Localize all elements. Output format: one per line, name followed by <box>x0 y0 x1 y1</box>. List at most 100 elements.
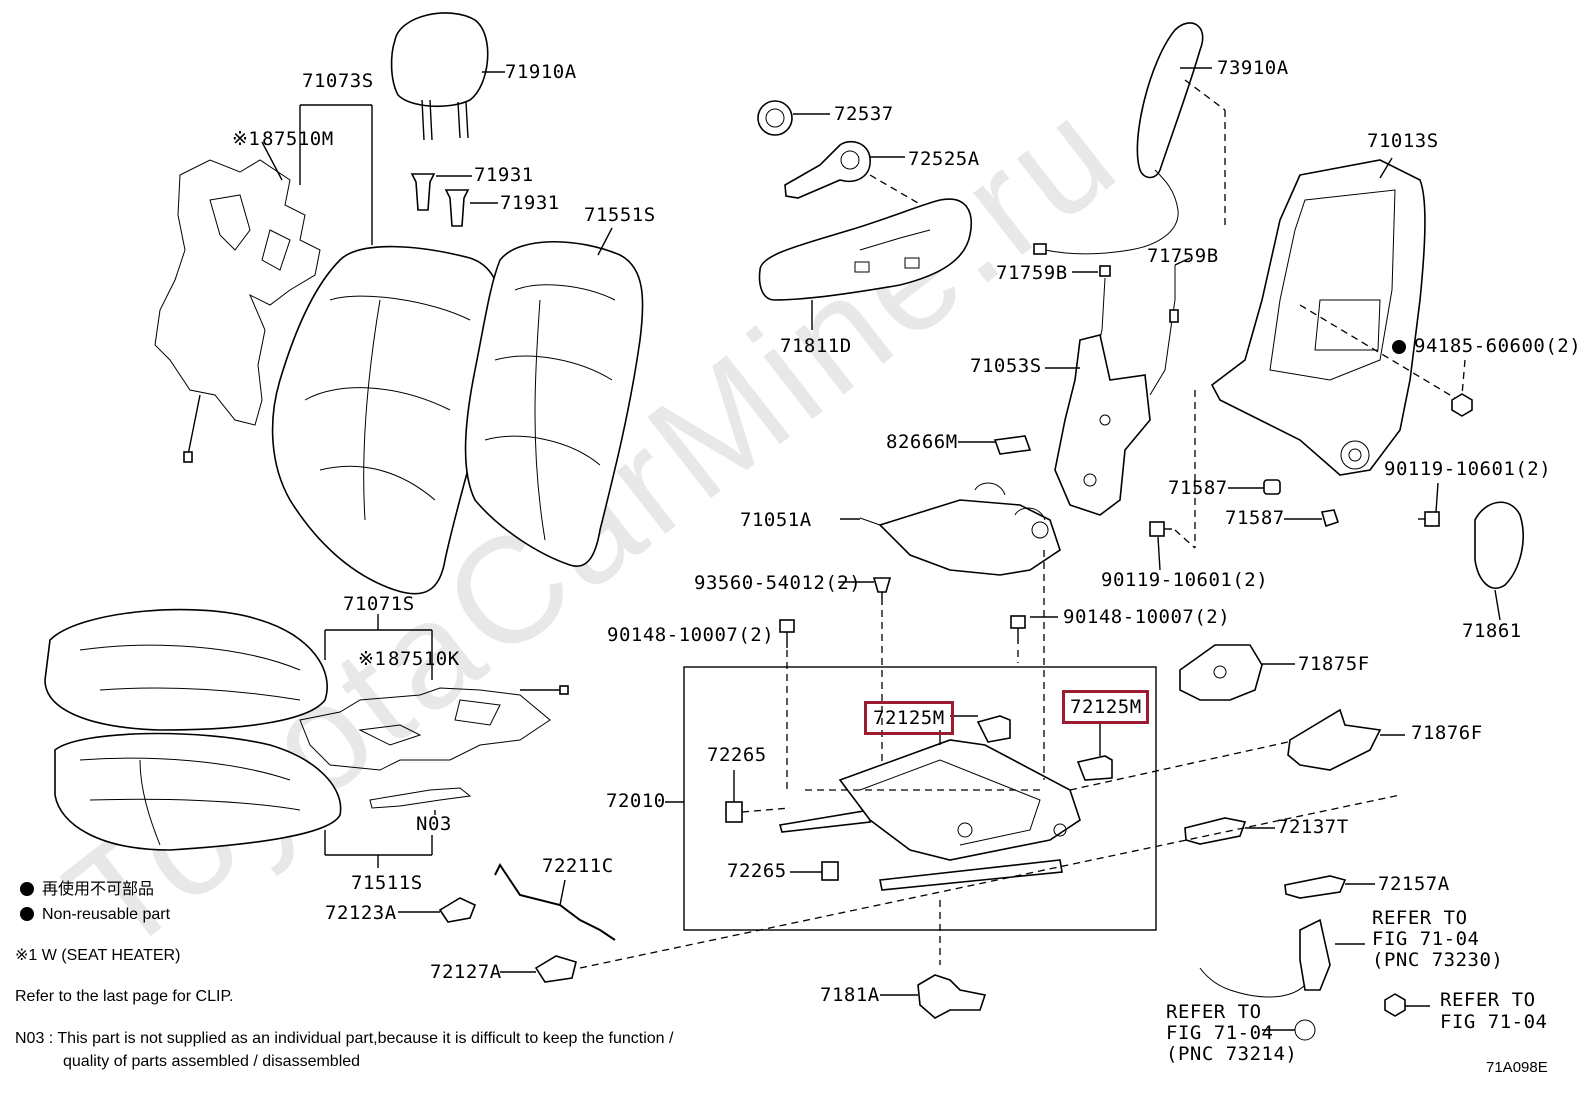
shield-71875F <box>1179 644 1295 701</box>
headrest-71910A <box>390 12 505 141</box>
buckle <box>1199 918 1430 1041</box>
guide-71931 <box>410 173 498 227</box>
label-71053S: 71053S <box>970 355 1042 377</box>
label-71875F: 71875F <box>1298 653 1370 675</box>
label-71931-a: 71931 <box>474 164 534 186</box>
label-71511S: 71511S <box>351 872 423 894</box>
label-71071S: 71071S <box>343 593 415 615</box>
cap-72537 <box>757 100 830 136</box>
label-71587-a: 71587 <box>1168 477 1228 499</box>
label-72010: 72010 <box>606 790 666 812</box>
label-71759B-b: 71759B <box>1147 245 1219 267</box>
refer-1-line2: FIG 71-04 <box>1372 928 1480 950</box>
refer-2-line2: FIG 71-04 <box>1440 1011 1548 1033</box>
legend-nonreusable-en: Non-reusable part <box>20 907 170 923</box>
label-72525A: 72525A <box>908 148 980 170</box>
seatback-heater-87510M <box>154 141 321 463</box>
stopper-72125M <box>939 715 1113 781</box>
label-72137T: 72137T <box>1277 816 1349 838</box>
legend-nonreusable-en-text: Non-reusable part <box>42 906 171 923</box>
label-72127A: 72127A <box>430 961 502 983</box>
label-72265-a: 72265 <box>707 744 767 766</box>
cushion-pad-71511S <box>54 732 433 868</box>
label-82666M: 82666M <box>886 431 958 453</box>
label-72123A: 72123A <box>325 902 397 924</box>
refer-3-line3: (PNC 73214) <box>1166 1043 1298 1065</box>
label-71876F: 71876F <box>1411 722 1483 744</box>
label-90119-10601-a: 90119-10601(2) <box>1384 458 1552 480</box>
label-N03: N03 <box>416 813 452 835</box>
legend-clip-note: Refer to the last page for CLIP. <box>15 988 234 1005</box>
seatback-pad-71551S <box>464 227 644 567</box>
label-71931-b: 71931 <box>500 192 560 214</box>
label-71910A: 71910A <box>505 61 577 83</box>
label-72157A: 72157A <box>1378 873 1450 895</box>
label-87510M: 87510M <box>262 128 334 150</box>
label-71759B-a: 71759B <box>996 262 1068 284</box>
cover-72127A <box>500 794 1401 983</box>
cover-72123A <box>398 897 477 923</box>
cover-72137T <box>1184 817 1275 845</box>
label-72537: 72537 <box>834 103 894 125</box>
label-73910A: 73910A <box>1217 57 1289 79</box>
legend-nonreusable-jp-text: 再使用不可部品 <box>42 881 155 898</box>
label-71013S: 71013S <box>1367 130 1439 152</box>
label-72125M-a[interactable]: 72125M <box>873 707 945 729</box>
label-71587-b: 71587 <box>1225 507 1285 529</box>
cushion-cover-71071S <box>44 608 433 731</box>
highlight-72125M-a <box>864 701 954 735</box>
mechanism-7181A <box>880 974 987 1019</box>
label-71051A: 71051A <box>740 509 812 531</box>
nonreusable-dot-icon <box>1392 340 1406 354</box>
mark-heater-2: ※1 <box>358 648 387 670</box>
cover-72157A <box>1284 875 1375 899</box>
mark-heater-1: ※1 <box>232 128 261 150</box>
shield-71876F <box>1069 708 1405 791</box>
legend-n03-line1: N03 : This part is not supplied as an in… <box>15 1030 674 1047</box>
label-87510K: 87510K <box>388 648 460 670</box>
refer-1-line1: REFER TO <box>1372 907 1468 929</box>
label-90148-10007-b: 90148-10007(2) <box>1063 606 1231 628</box>
refer-3-line1: REFER TO <box>1166 1001 1262 1023</box>
label-71861: 71861 <box>1462 620 1522 642</box>
label-93560-54012: 93560-54012(2) <box>694 572 862 594</box>
legend-nonreusable-jp: 再使用不可部品 <box>20 882 154 898</box>
cushion-heater-87510K <box>299 685 569 771</box>
nonreusable-dot-icon <box>20 882 34 896</box>
bushing-71587 <box>1228 479 1340 528</box>
bolt-90148-10007 <box>779 615 1058 790</box>
label-72125M-b[interactable]: 72125M <box>1070 696 1142 718</box>
label-72211C: 72211C <box>542 855 614 877</box>
airbag-73910A <box>1033 22 1226 255</box>
figure-id: 71A098E <box>1486 1059 1548 1076</box>
seatback-frame-71013S <box>1210 157 1426 476</box>
refer-3-line2: FIG 71-04 <box>1166 1022 1274 1044</box>
label-71073S: 71073S <box>302 70 374 92</box>
nonreusable-dot-icon <box>20 907 34 921</box>
label-90148-10007-a: 90148-10007(2) <box>607 624 775 646</box>
strip-N03 <box>369 787 472 815</box>
label-7181A: 7181A <box>820 984 880 1006</box>
label-72265-b: 72265 <box>727 860 787 882</box>
nut-94185-60600 <box>1299 304 1473 417</box>
refer-2-line1: REFER TO <box>1440 989 1536 1011</box>
clip-72265 <box>725 770 839 881</box>
highlight-72125M-b <box>1062 690 1149 724</box>
wire-72211C <box>494 863 616 941</box>
lever-72525A <box>784 141 931 211</box>
cover-71811D <box>758 198 972 330</box>
refer-1-line3: (PNC 73230) <box>1372 949 1504 971</box>
legend-n03-line2: quality of parts assembled / disassemble… <box>63 1053 361 1070</box>
pad-82666M <box>958 435 1032 455</box>
seat-track-72010 <box>665 550 1157 965</box>
label-71551S: 71551S <box>584 204 656 226</box>
label-90119-10601-b: 90119-10601(2) <box>1101 569 1269 591</box>
seatback-cover-71073S <box>271 104 502 595</box>
side-frame-71053S <box>1045 334 1151 516</box>
harness-71051A <box>840 482 1061 576</box>
label-94185-60600-text: 94185-60600(2) <box>1414 335 1582 357</box>
cover-71861 <box>1474 501 1524 621</box>
bolt-90119-10601 <box>1149 390 1440 571</box>
label-71811D: 71811D <box>780 335 852 357</box>
